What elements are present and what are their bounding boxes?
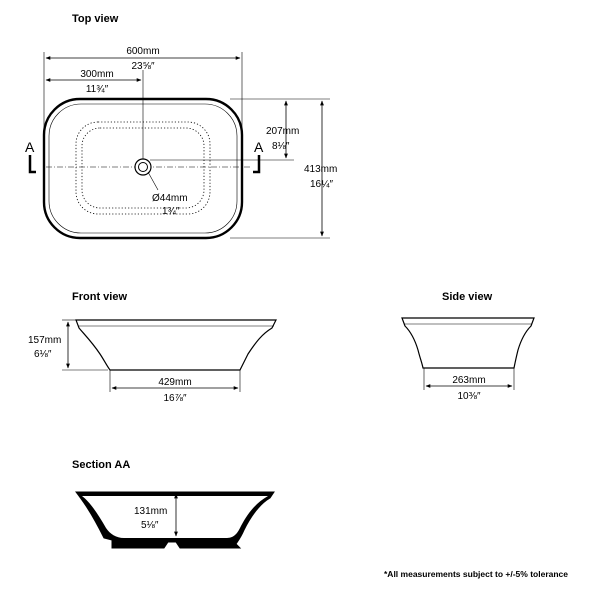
depth-mm-label: 413mm [304,164,337,175]
depth-in-label: 16¼″ [310,178,333,190]
waste-outlet-inner [138,162,148,172]
side-base-mm-label: 263mm [452,375,485,386]
width-mm-label: 600mm [126,46,159,57]
width-in-label: 23⅝″ [131,61,154,72]
side-view-basin [401,317,535,369]
top-view-title: Top view [72,13,119,25]
front-view-title: Front view [72,291,127,303]
waste-mm-label: Ø44mm [152,193,188,204]
half-depth-in-label: 8⅛″ [272,141,290,152]
front-base-in-label: 16⅞″ [163,393,186,404]
basin-bowl-dotted [75,121,211,215]
tolerance-footnote: *All measurements subject to +/-5% toler… [384,569,568,579]
front-base-mm-label: 429mm [158,377,191,388]
side-base-in-label: 10⅜″ [457,391,480,402]
section-depth-in-label: 5⅛″ [141,520,159,531]
front-height-mm-label: 157mm [28,335,61,346]
waste-outlet-icon [134,158,152,176]
front-height-in-label: 6⅛″ [34,349,52,360]
half-width-in-label: 11¾″ [86,84,109,95]
basin-outer-rim [42,97,244,240]
section-marker-left: A [25,139,35,155]
waste-in-label: 1¾″ [162,206,180,217]
half-width-mm-label: 300mm [80,69,113,80]
section-aa-title: Section AA [72,459,130,471]
half-depth-mm-label: 207mm [266,126,299,137]
front-view-basin [75,319,277,371]
basin-inner-rim [48,103,238,234]
section-depth-mm-label: 131mm [134,506,167,517]
waste-leader-line [147,171,159,191]
section-arrow-left [28,155,36,174]
side-view-title: Side view [442,291,493,303]
section-arrow-right [253,155,261,174]
section-marker-right: A [254,139,264,155]
